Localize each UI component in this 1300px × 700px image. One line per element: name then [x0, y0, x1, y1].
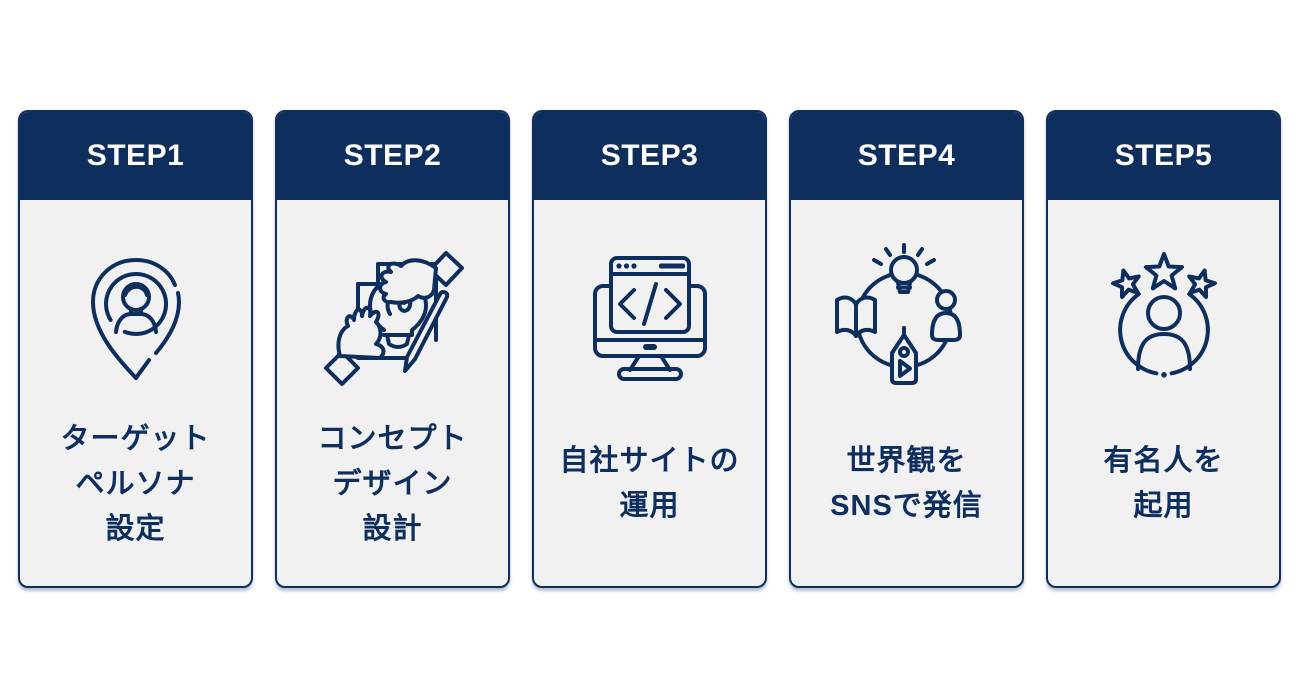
label-line: 設計 [362, 512, 423, 545]
step-card-3: STEP3 [532, 110, 767, 588]
label-line: 設定 [105, 512, 166, 545]
persona-pin-icon [61, 234, 211, 396]
card-header: STEP3 [534, 112, 765, 200]
card-label: コンセプト デザイン 設計 [317, 396, 467, 586]
concept-design-icon [318, 234, 468, 396]
card-label: 世界観を SNSで発信 [830, 396, 983, 586]
label-line: 運用 [619, 490, 680, 522]
label-line: ペルソナ [75, 467, 196, 500]
card-body: ターゲット ペルソナ 設定 [20, 200, 251, 586]
step-card-5: STEP5 [1046, 110, 1281, 588]
card-header: STEP1 [20, 112, 251, 200]
card-label: 有名人を 起用 [1103, 396, 1223, 586]
label-line: デザイン [332, 467, 453, 500]
label-line: コンセプト [317, 422, 468, 455]
card-body: 自社サイトの 運用 [534, 200, 765, 586]
label-line: 世界観を [846, 445, 967, 477]
step-card-2: STEP2 [275, 110, 510, 588]
step-label: STEP2 [343, 139, 442, 172]
label-line: 自社サイトの [559, 445, 740, 477]
label-line: SNSで発信 [830, 490, 983, 522]
steps-row: STEP1 ターゲット ペ [18, 110, 1281, 588]
celebrity-icon [1089, 234, 1239, 396]
label-line: ターゲット [60, 422, 211, 455]
step-label: STEP4 [857, 139, 956, 172]
website-code-icon [575, 234, 725, 396]
step-label: STEP5 [1114, 139, 1213, 172]
step-card-4: STEP4 [789, 110, 1024, 588]
card-body: 有名人を 起用 [1048, 200, 1279, 586]
sns-broadcast-icon [832, 234, 982, 396]
label-line: 起用 [1133, 490, 1194, 522]
card-body: コンセプト デザイン 設計 [277, 200, 508, 586]
card-header: STEP4 [791, 112, 1022, 200]
card-header: STEP2 [277, 112, 508, 200]
sns-broadcast-icon: 世界観を SNSで発信 [791, 200, 1022, 586]
step-label: STEP3 [600, 139, 699, 172]
step-label: STEP1 [86, 139, 185, 172]
card-label: ターゲット ペルソナ 設定 [60, 396, 210, 586]
card-label: 自社サイトの 運用 [559, 396, 739, 586]
step-card-1: STEP1 ターゲット ペ [18, 110, 253, 588]
label-line: 有名人を [1103, 445, 1224, 477]
card-header: STEP5 [1048, 112, 1279, 200]
